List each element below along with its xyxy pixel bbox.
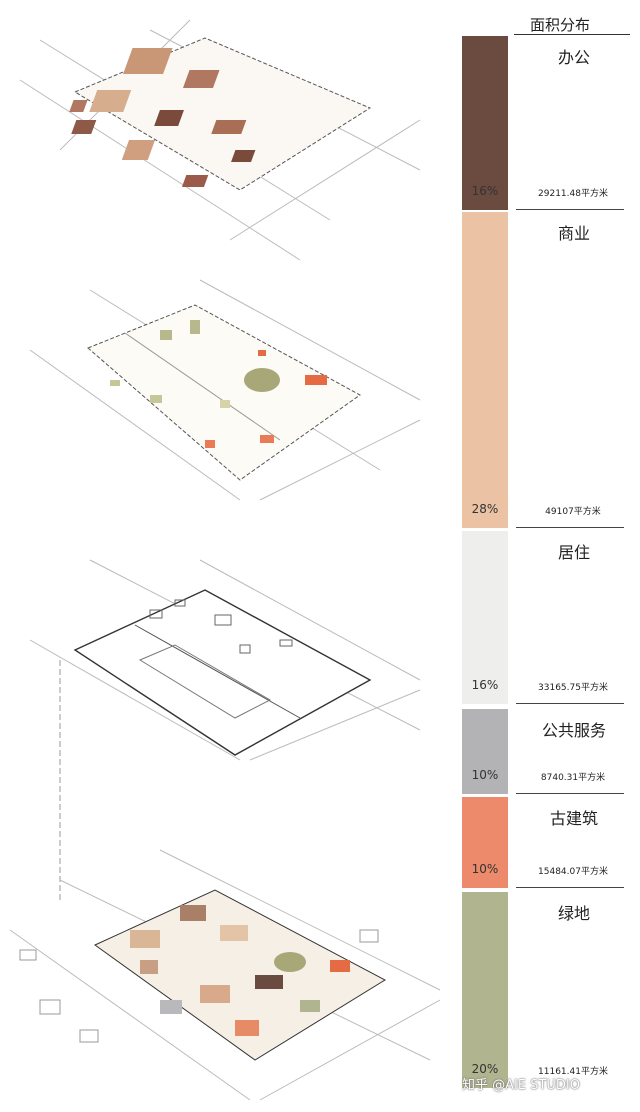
percent-label-commercial: 28% xyxy=(471,502,499,516)
watermark: 知乎 @AIE STUDIO xyxy=(462,1078,580,1093)
divider-historic xyxy=(516,887,624,888)
chart-title: 面积分布 xyxy=(530,16,591,34)
divider-residential xyxy=(516,703,624,704)
bar-commercial xyxy=(462,212,508,528)
bar-green xyxy=(462,892,508,1088)
category-label-office: 办公 xyxy=(557,48,590,67)
percent-label-office: 16% xyxy=(471,184,499,198)
percent-label-public-service: 10% xyxy=(471,768,499,782)
area-label-residential: 33165.75平方米 xyxy=(538,683,608,693)
residential-layer-diagram xyxy=(29,559,421,900)
percent-label-residential: 16% xyxy=(471,678,499,692)
category-label-residential: 居住 xyxy=(557,543,590,562)
category-label-historic: 古建筑 xyxy=(549,809,598,828)
bar-historic xyxy=(462,797,508,888)
category-label-green: 绿地 xyxy=(557,904,590,923)
title-divider xyxy=(514,34,630,35)
office-layer-diagram xyxy=(19,19,421,261)
area-label-historic: 15484.07平方米 xyxy=(538,867,608,877)
area-label-commercial: 49107平方米 xyxy=(545,507,601,517)
category-label-commercial: 商业 xyxy=(557,224,590,243)
area-label-green: 11161.41平方米 xyxy=(538,1067,608,1077)
area-label-public-service: 8740.31平方米 xyxy=(540,773,606,783)
area-label-office: 29211.48平方米 xyxy=(538,189,608,199)
layer-diagrams xyxy=(9,19,441,1101)
commercial-layer-diagram xyxy=(29,279,421,501)
divider-public-service xyxy=(516,793,624,794)
composite-layer-diagram xyxy=(9,849,441,1101)
divider-commercial xyxy=(516,527,624,528)
category-label-public-service: 公共服务 xyxy=(541,721,606,740)
percent-label-green: 20% xyxy=(471,1062,499,1076)
percent-label-historic: 10% xyxy=(471,862,499,876)
bar-residential xyxy=(462,531,508,704)
bar-office xyxy=(462,36,508,210)
divider-office xyxy=(516,209,624,210)
bar-public-service xyxy=(462,709,508,794)
